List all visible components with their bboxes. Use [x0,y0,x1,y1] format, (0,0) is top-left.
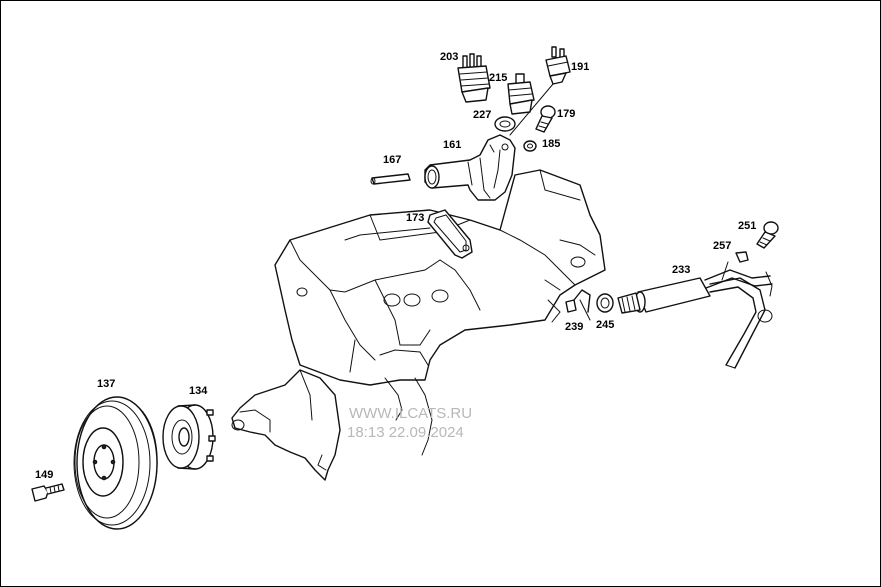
callout-191[interactable]: 191 [571,61,589,73]
engine-block [274,169,606,456]
clamp-239 [565,289,591,313]
damper-134 [162,404,216,470]
pin-167 [370,173,411,185]
washer-185 [523,140,537,152]
callout-167[interactable]: 167 [383,154,401,166]
callout-215[interactable]: 215 [489,72,507,84]
clip-257 [721,251,749,281]
callout-185[interactable]: 185 [542,138,560,150]
gasket-173 [427,209,473,259]
sensor-215 [507,73,535,115]
bolt-251 [756,221,779,249]
sensor-203 [457,53,491,103]
pulley-137 [73,396,158,530]
seal-245 [596,293,614,313]
sensor-191 [509,46,571,136]
callout-257[interactable]: 257 [713,240,731,252]
callout-179[interactable]: 179 [557,108,575,120]
callout-134[interactable]: 134 [189,385,208,397]
callout-245[interactable]: 245 [596,319,614,331]
seal-ring-227 [494,116,516,132]
callout-161[interactable]: 161 [443,139,461,151]
watermark-timestamp: 18:13 22.09.2024 [347,424,464,441]
front-cover [231,369,341,481]
watermark-site: WWW.ILCATS.RU [349,405,472,422]
pipe-233 [617,269,773,369]
callout-239[interactable]: 239 [565,321,583,333]
callout-227[interactable]: 227 [473,109,491,121]
bolt-179 [535,105,556,133]
callout-233[interactable]: 233 [672,264,690,276]
callout-137[interactable]: 137 [97,378,115,390]
bolt-149 [31,483,65,502]
housing-161 [424,134,516,201]
callout-173[interactable]: 173 [406,212,424,224]
callout-149[interactable]: 149 [35,469,53,481]
callout-203[interactable]: 203 [440,51,458,63]
callout-251[interactable]: 251 [738,220,756,232]
